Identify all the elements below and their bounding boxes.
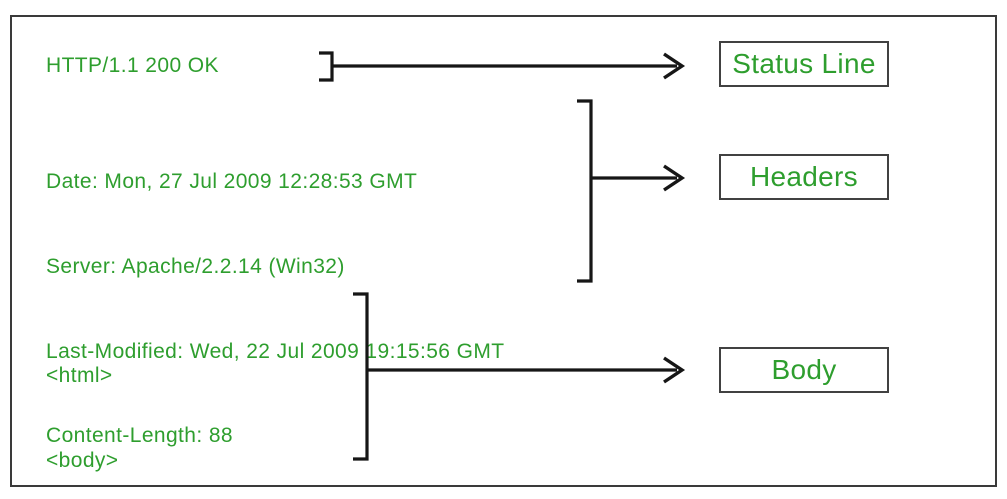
headers-label: Headers <box>750 161 858 192</box>
headers-label-box: Headers <box>719 154 889 200</box>
body-label-box: Body <box>719 347 889 393</box>
header-line-date: Date: Mon, 27 Jul 2009 12:28:53 GMT <box>46 170 418 194</box>
body-line-html-open: <html> <box>46 364 113 388</box>
header-line-content-length: Content-Length: 88 <box>46 424 234 448</box>
diagram-frame <box>10 15 997 487</box>
status-line-text: HTTP/1.1 200 OK <box>46 54 219 77</box>
status-line-label-box: Status Line <box>719 41 889 87</box>
body-block: <html> <body> <h1>Hello, World!</h1> </b… <box>46 306 276 499</box>
headers-block: Date: Mon, 27 Jul 2009 12:28:53 GMT Serv… <box>46 112 504 499</box>
body-line-body-open: <body> <box>46 449 119 473</box>
header-line-last-modified: Last-Modified: Wed, 22 Jul 2009 19:15:56… <box>46 339 505 363</box>
body-label: Body <box>771 354 837 385</box>
status-line-label: Status Line <box>732 48 876 79</box>
header-line-server: Server: Apache/2.2.14 (Win32) <box>46 255 345 279</box>
